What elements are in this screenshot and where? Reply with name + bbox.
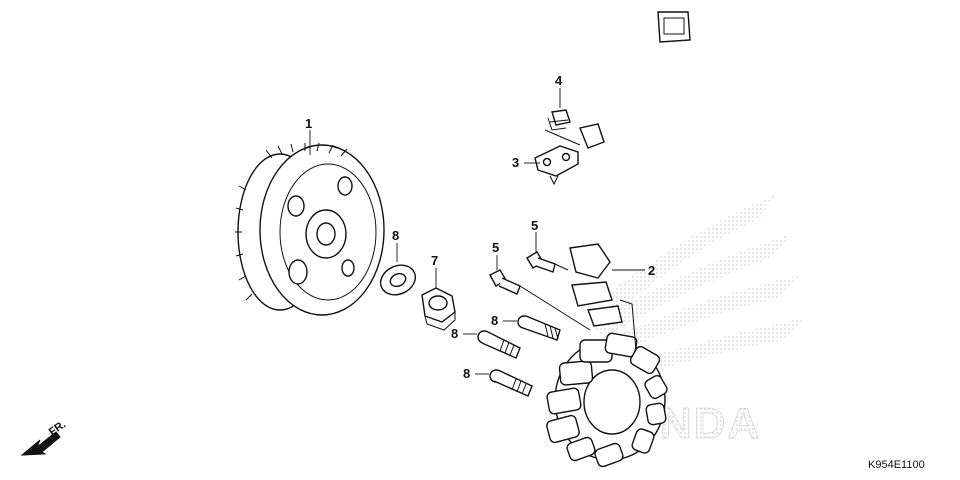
callout-2: 2 (648, 263, 655, 278)
clamp-plate-part (534, 145, 579, 186)
nut-part (421, 287, 456, 331)
bolt-upper-part (526, 251, 569, 273)
callout-8-a: 8 (491, 313, 498, 328)
flywheel-part (235, 142, 385, 316)
bolt-left-part (489, 269, 591, 331)
callout-7: 8 (392, 228, 399, 243)
callout-6: 7 (431, 253, 438, 268)
callout-5-left: 5 (492, 240, 499, 255)
stator-part (546, 11, 691, 468)
callout-4: 4 (555, 73, 563, 88)
stator-bolt-c-part (489, 369, 533, 397)
front-direction-arrow-icon (20, 431, 61, 456)
callout-3: 3 (512, 155, 519, 170)
callout-5-upper: 5 (531, 218, 538, 233)
diagram-code: K954E1100 (868, 459, 925, 471)
callout-8-b: 8 (451, 326, 458, 341)
washer-part (379, 264, 417, 296)
callout-8-c: 8 (463, 366, 470, 381)
stator-bolt-b-part (477, 330, 521, 359)
direction-label: FR. (47, 418, 68, 438)
plate-bolt-part (547, 109, 571, 131)
guide-4 (544, 129, 581, 146)
callout-1: 1 (305, 116, 312, 131)
stator-bolt-a-part (517, 315, 561, 341)
